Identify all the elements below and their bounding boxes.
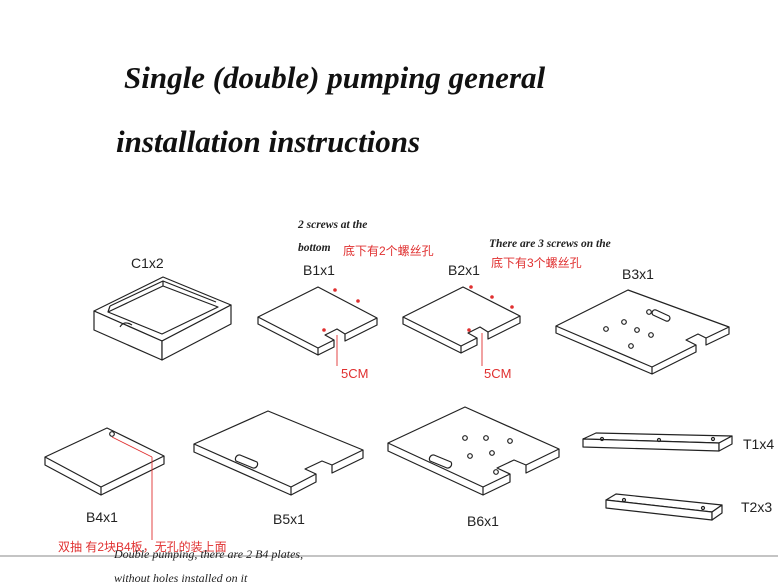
part-b6-plate: [387, 406, 560, 496]
label-b4: B4x1: [86, 509, 118, 525]
label-t1: T1x4: [743, 436, 775, 452]
label-b1: B1x1: [303, 262, 335, 278]
label-c1: C1x2: [131, 255, 164, 271]
label-b2: B2x1: [448, 262, 480, 278]
bottom-note-en-line2: without holes installed on it: [114, 571, 248, 585]
title-line-1: Single (double) pumping general: [124, 60, 546, 95]
label-b5: B5x1: [273, 511, 305, 527]
b1-screw-note-line2: bottom: [298, 242, 331, 254]
label-t2: T2x3: [741, 499, 773, 515]
bottom-note-cn: 双抽 有2块B4板，无孔的装上面: [58, 540, 227, 554]
part-b1-plate: [257, 286, 378, 366]
b1-dimension-label: 5CM: [341, 366, 369, 381]
b2-screw-note: There are 3 screws on the: [489, 238, 611, 250]
b2-screw-note-cn: 底下有3个螺丝孔: [491, 256, 582, 270]
part-b5-plate: [193, 410, 364, 496]
part-c1-box: [93, 276, 232, 361]
label-b6: B6x1: [467, 513, 499, 529]
b2-dimension-label: 5CM: [484, 366, 512, 381]
label-b3: B3x1: [622, 266, 654, 282]
part-b2-plate: [402, 285, 521, 366]
bottom-note-en-line1: Double pumping, there are 2 B4 plates,: [114, 547, 304, 561]
part-b4-plate: [44, 427, 165, 540]
title-line-2: installation instructions: [116, 124, 421, 159]
b1-screw-note-line1: 2 screws at the: [298, 219, 368, 231]
b1-screw-note-cn: 底下有2个螺丝孔: [343, 244, 434, 258]
part-b3-plate: [555, 289, 730, 375]
part-t1-strip: [582, 432, 733, 452]
part-t2-strip: [605, 493, 723, 521]
